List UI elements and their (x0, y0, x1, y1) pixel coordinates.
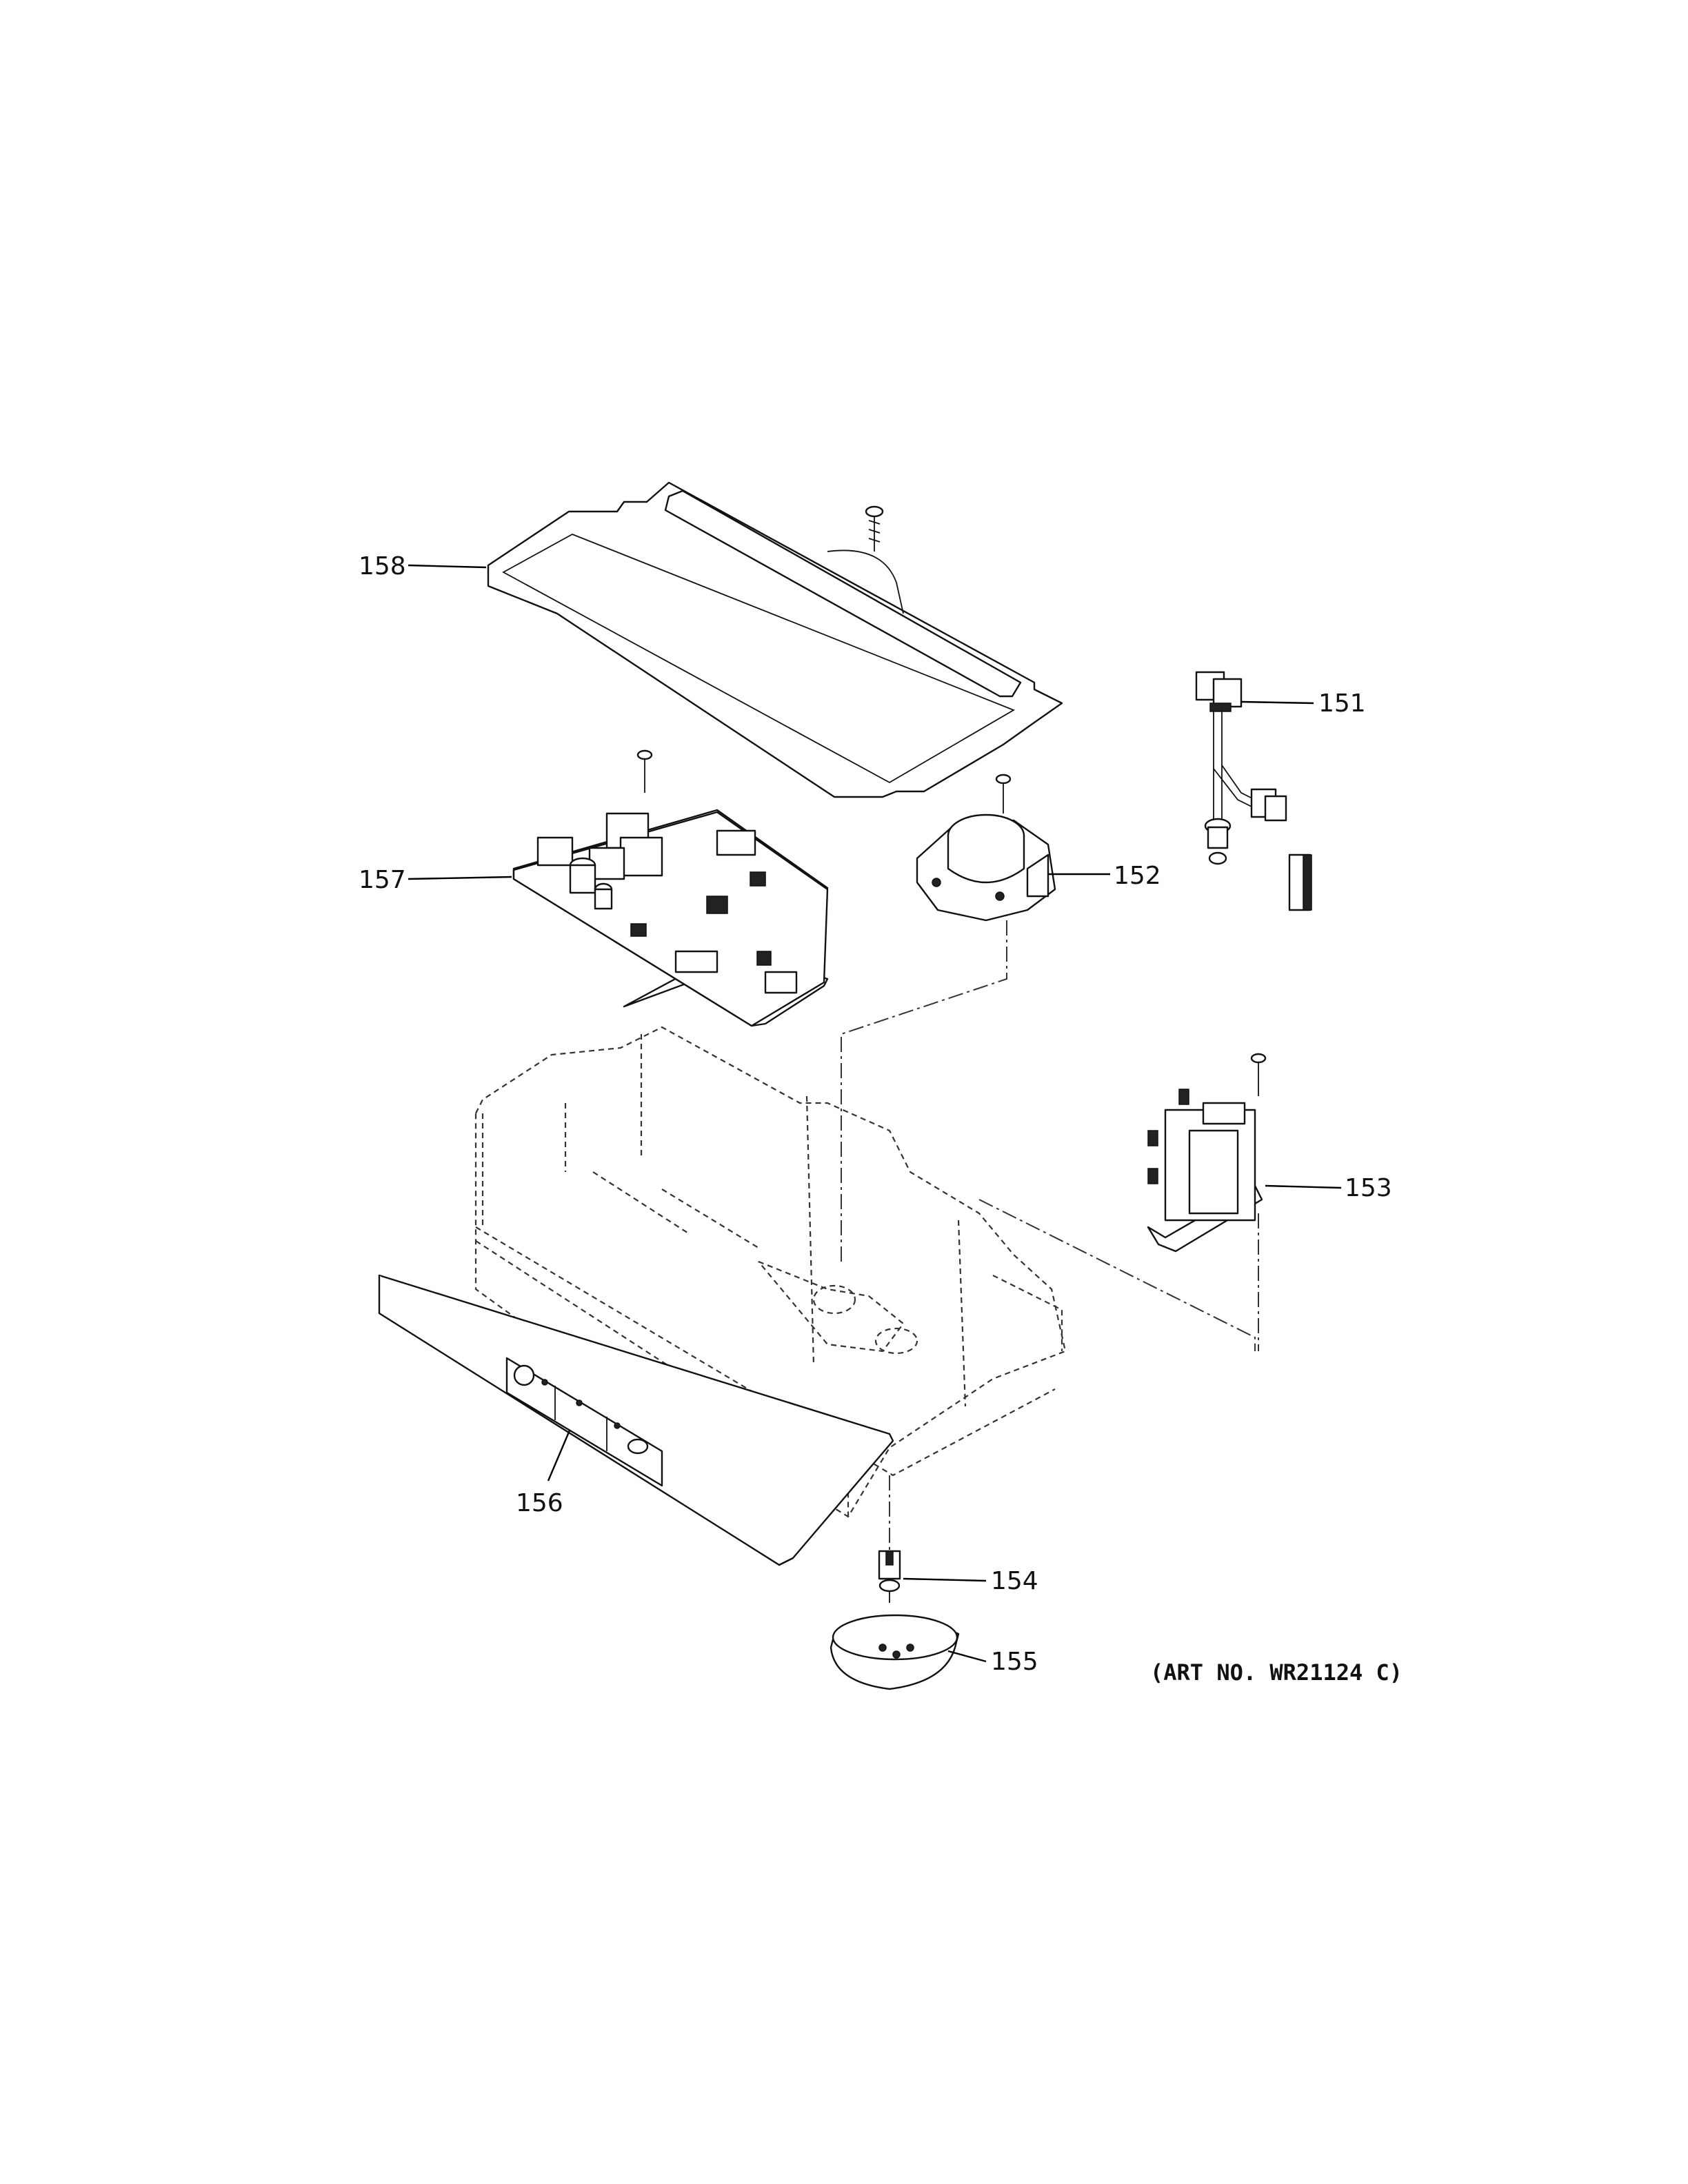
part-151-wire-harness (1195, 671, 1312, 911)
part-153-transformer (1147, 1053, 1267, 1253)
callout-155: 155 (991, 1648, 1038, 1676)
callout-152: 152 (1114, 862, 1161, 890)
art-number: (ART NO. WR21124 C) (1150, 1659, 1403, 1686)
callout-156: 156 (516, 1489, 563, 1517)
part-152-fan-housing (916, 774, 1056, 922)
cover-screw (865, 505, 884, 552)
callout-153: 153 (1345, 1174, 1392, 1202)
part-155-lens-cup (830, 1614, 960, 1690)
housing-screw (995, 774, 1012, 813)
part-156-control-panel-overlay (378, 1274, 894, 1566)
callout-154: 154 (991, 1567, 1038, 1595)
board-screw (636, 749, 653, 793)
leader-lines (408, 564, 1342, 1663)
part-158-cover-plate (487, 481, 1063, 798)
alignment-lines (841, 920, 1259, 1565)
callout-157: 157 (359, 866, 406, 894)
callout-151: 151 (1318, 689, 1366, 718)
part-154-socket (878, 1550, 901, 1603)
callout-158: 158 (359, 552, 406, 580)
callouts: 158 157 151 152 153 154 155 156 (359, 552, 1392, 1676)
part-157-control-board (512, 749, 829, 1027)
transformer-screw (1250, 1053, 1267, 1096)
